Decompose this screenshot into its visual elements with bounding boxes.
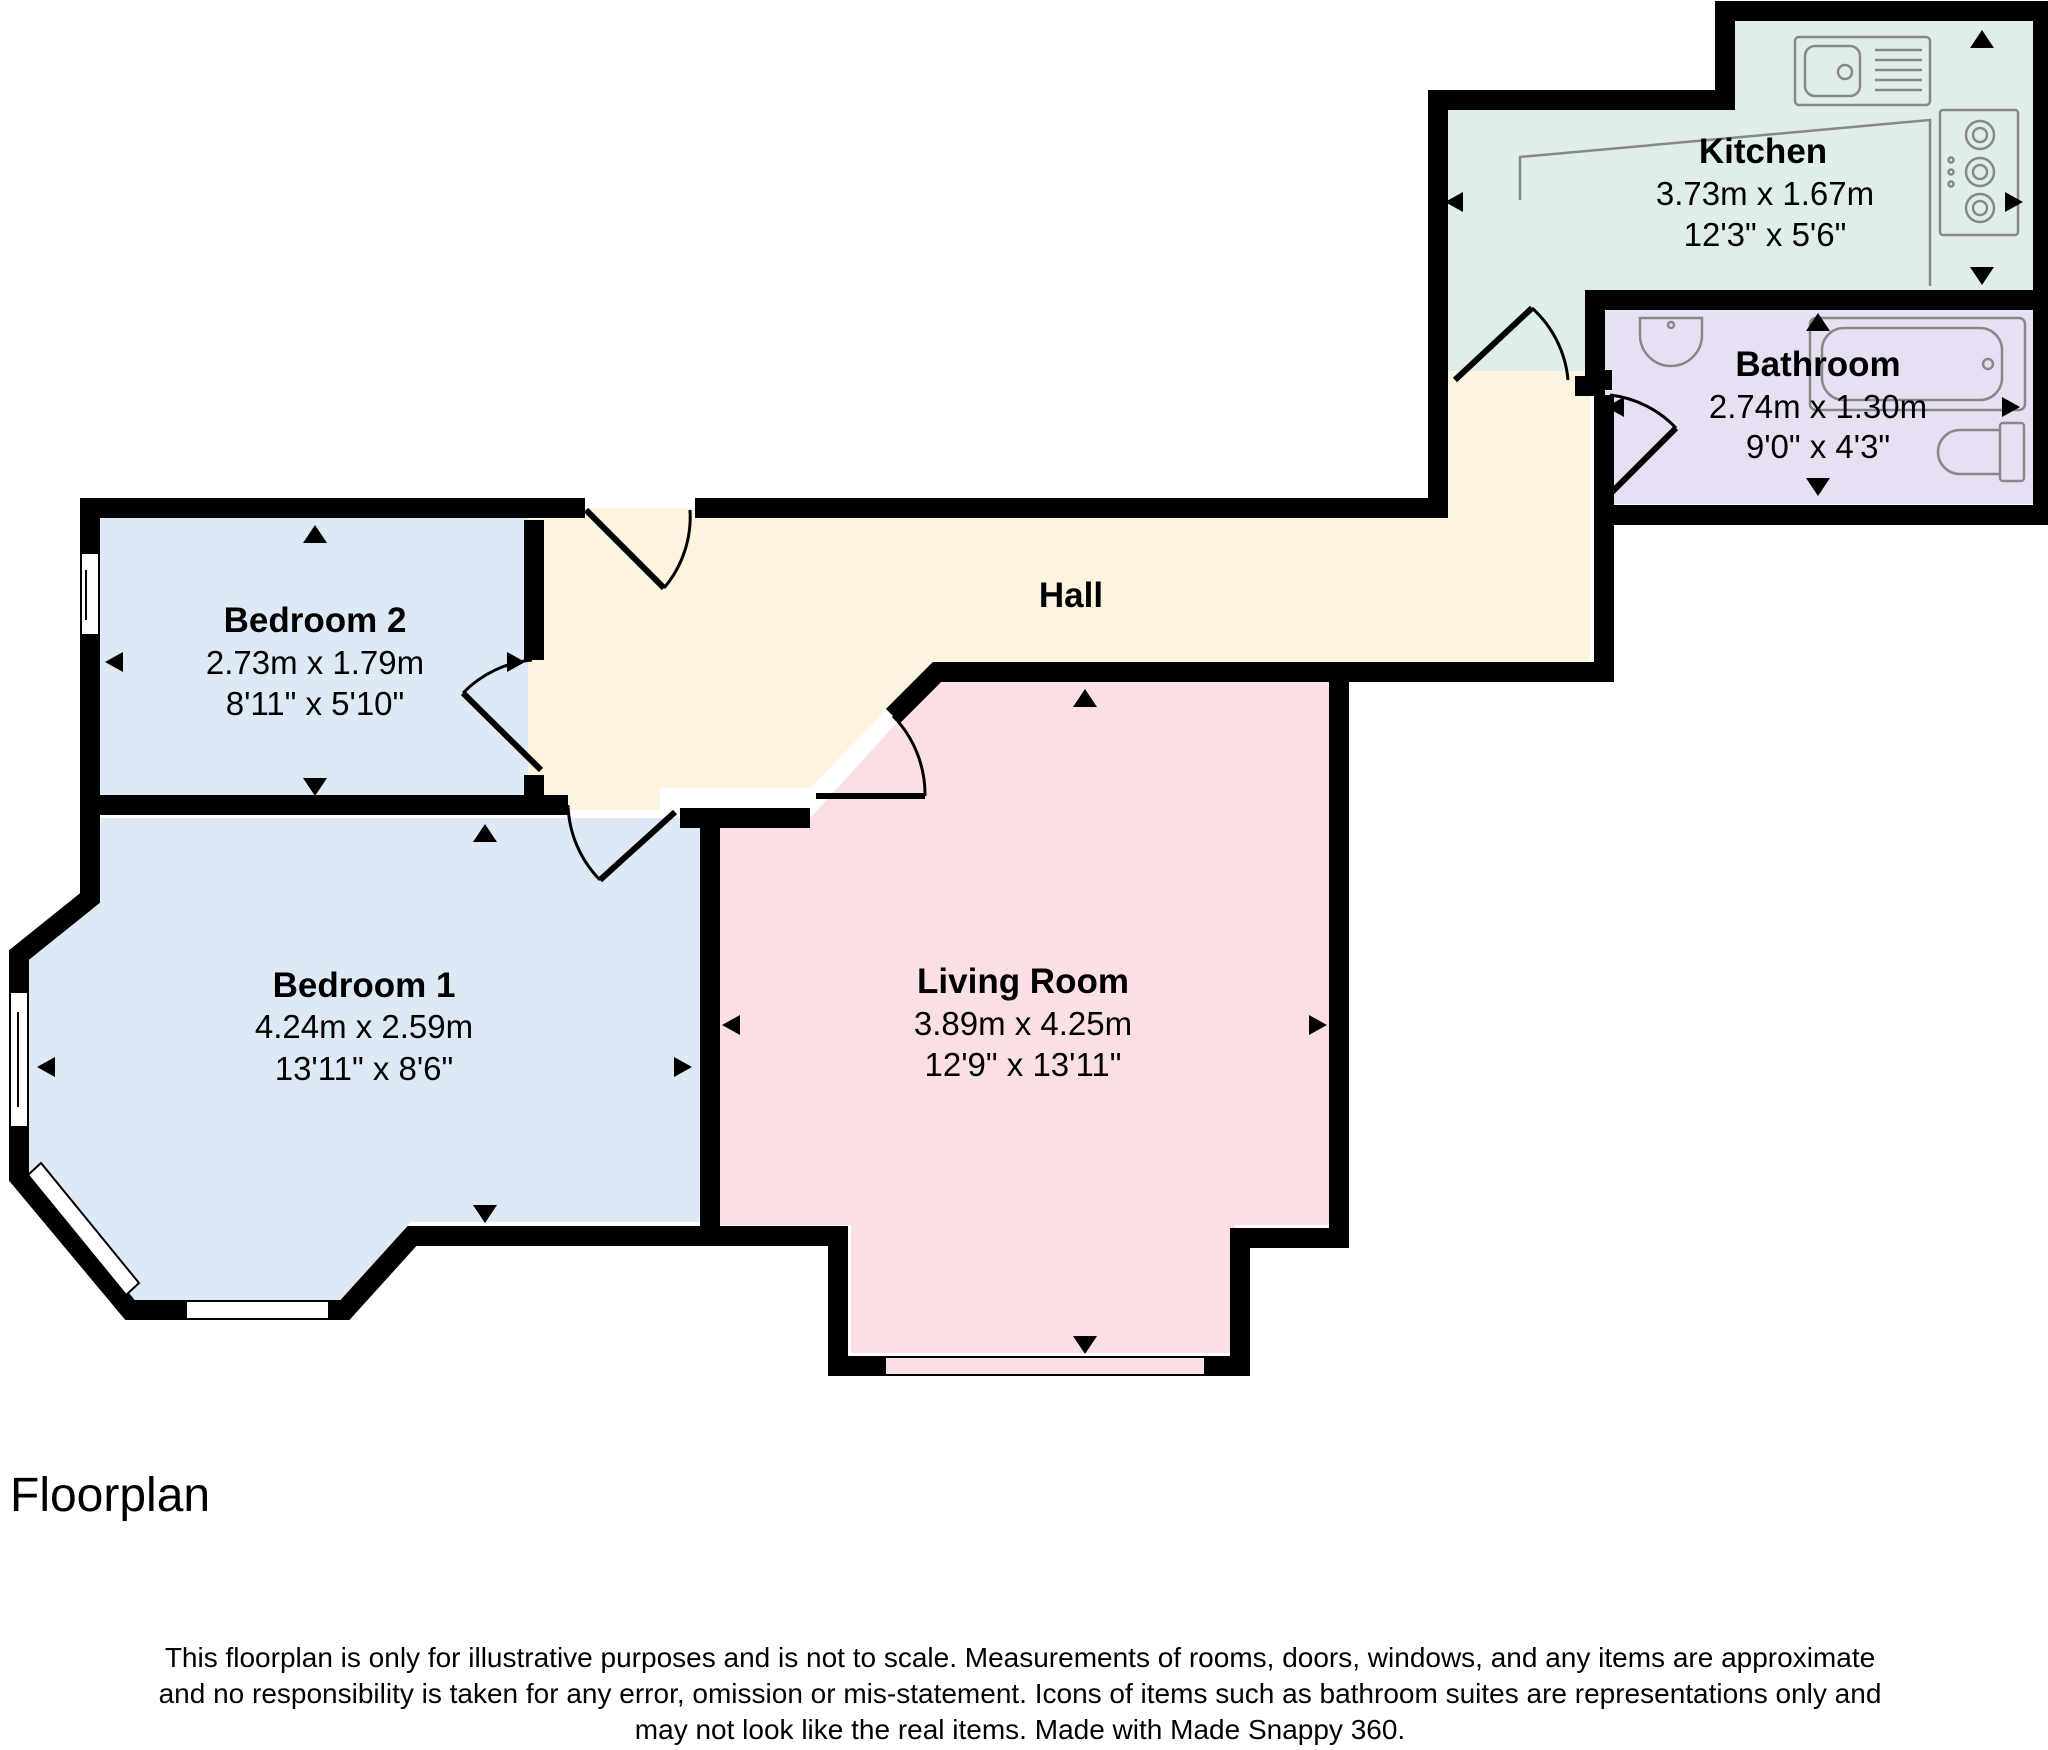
- hall-floor: [528, 371, 1590, 810]
- window-icon: [884, 1356, 1206, 1376]
- sink-icon: [1793, 35, 1932, 107]
- dimension-arrow-icon: [2002, 397, 2020, 417]
- kitchen-outer-wall: [1428, 1, 2048, 525]
- worktop-edge: [1518, 118, 1932, 286]
- window-icon: [80, 552, 100, 636]
- door-swing-icon: [583, 507, 692, 591]
- north-wall: [695, 380, 1448, 518]
- bathroom-imperial: 9'0" x 4'3": [1746, 428, 1890, 465]
- dimension-arrow-icon: [1806, 478, 1830, 496]
- doors: [460, 305, 1679, 883]
- bedroom-2-outer-wall: [80, 498, 585, 815]
- kitchen-imperial: 12'3" x 5'6": [1684, 216, 1847, 253]
- dimension-arrow-icon: [1970, 30, 1994, 48]
- living-room-name: Living Room: [917, 962, 1129, 1001]
- dimension-arrow-icon: [1309, 1015, 1327, 1035]
- window-icon: [26, 1161, 141, 1297]
- dimension-arrow-icon: [1445, 192, 1463, 212]
- dimension-arrow-icon: [2005, 192, 2023, 212]
- walls: [9, 1, 2048, 1376]
- dimension-arrow-icon: [722, 1015, 740, 1035]
- fixtures: [1518, 35, 2027, 483]
- kitchen-bathroom-wall: [1575, 290, 2040, 396]
- bedroom-1-floor: [22, 818, 700, 1302]
- disclaimer-line: may not look like the real items. Made w…: [634, 1714, 1406, 1745]
- dimension-arrow-icon: [473, 824, 497, 842]
- door-swing-icon: [460, 658, 544, 773]
- bedroom-1-name: Bedroom 1: [273, 966, 456, 1005]
- door-swing-icon: [816, 714, 927, 799]
- bedroom-2-name: Bedroom 2: [224, 601, 407, 640]
- window-icon: [185, 1300, 330, 1320]
- dimension-arrow-icon: [303, 778, 327, 796]
- disclaimer-line: This floorplan is only for illustrative …: [164, 1642, 1876, 1673]
- dimension-arrow-icon: [674, 1057, 692, 1077]
- toilet-icon: [1936, 421, 2026, 483]
- door-swing-icon: [566, 804, 678, 883]
- bedroom-1-wall: [9, 810, 705, 1320]
- bathroom-floor: [1604, 310, 2036, 504]
- basin-icon: [1638, 316, 1704, 368]
- hall-name: Hall: [1039, 576, 1103, 615]
- dimension-arrow-icon: [105, 652, 123, 672]
- dimension-arrow-icon: [1073, 1336, 1097, 1354]
- dimension-arrow-icon: [303, 525, 327, 543]
- dimension-arrow-icon: [37, 1057, 55, 1077]
- living-room-metric: 3.89m x 4.25m: [914, 1005, 1132, 1042]
- bathroom-metric: 2.74m x 1.30m: [1709, 388, 1927, 425]
- kitchen-name: Kitchen: [1699, 132, 1827, 171]
- bedroom-1-metric: 4.24m x 2.59m: [255, 1008, 473, 1045]
- bath-icon: [1808, 316, 2027, 412]
- bedroom-2-floor: [100, 518, 528, 798]
- dimension-arrow-icon: [1806, 313, 1830, 331]
- hall-south-wall: [885, 395, 1614, 724]
- bathroom-name: Bathroom: [1735, 345, 1900, 384]
- door-swing-icon: [1452, 305, 1570, 383]
- bedroom-1-imperial: 13'11" x 8'6": [275, 1050, 454, 1087]
- living-room-imperial: 12'9" x 13'11": [925, 1046, 1122, 1083]
- dimension-arrow-icon: [1970, 267, 1994, 285]
- windows: [9, 552, 1206, 1376]
- kitchen-metric: 3.73m x 1.67m: [1656, 175, 1874, 212]
- plan-title: Floorplan: [10, 1469, 211, 1522]
- living-room-wall: [680, 672, 1349, 1376]
- bedroom-2-metric: 2.73m x 1.79m: [206, 644, 424, 681]
- dimension-arrow-icon: [1073, 689, 1097, 707]
- disclaimer: This floorplan is only for illustrative …: [60, 1640, 1980, 1748]
- floorplan-diagram: Kitchen 3.73m x 1.67m 12'3" x 5'6" Bathr…: [9, 1, 2048, 1376]
- dimension-arrow-icon: [507, 652, 525, 672]
- disclaimer-line: and no responsibility is taken for any e…: [158, 1678, 1882, 1709]
- living-room-floor: [720, 682, 1330, 1353]
- bedroom-2-imperial: 8'11" x 5'10": [226, 685, 405, 722]
- dimension-arrow-icon: [473, 1205, 497, 1223]
- dimension-arrows: [37, 30, 2023, 1354]
- room-labels: Kitchen 3.73m x 1.67m 12'3" x 5'6" Bathr…: [206, 132, 1927, 1087]
- door-swing-icon: [1601, 393, 1679, 503]
- dimension-arrow-icon: [1606, 397, 1624, 417]
- hob-icon: [1938, 108, 2020, 237]
